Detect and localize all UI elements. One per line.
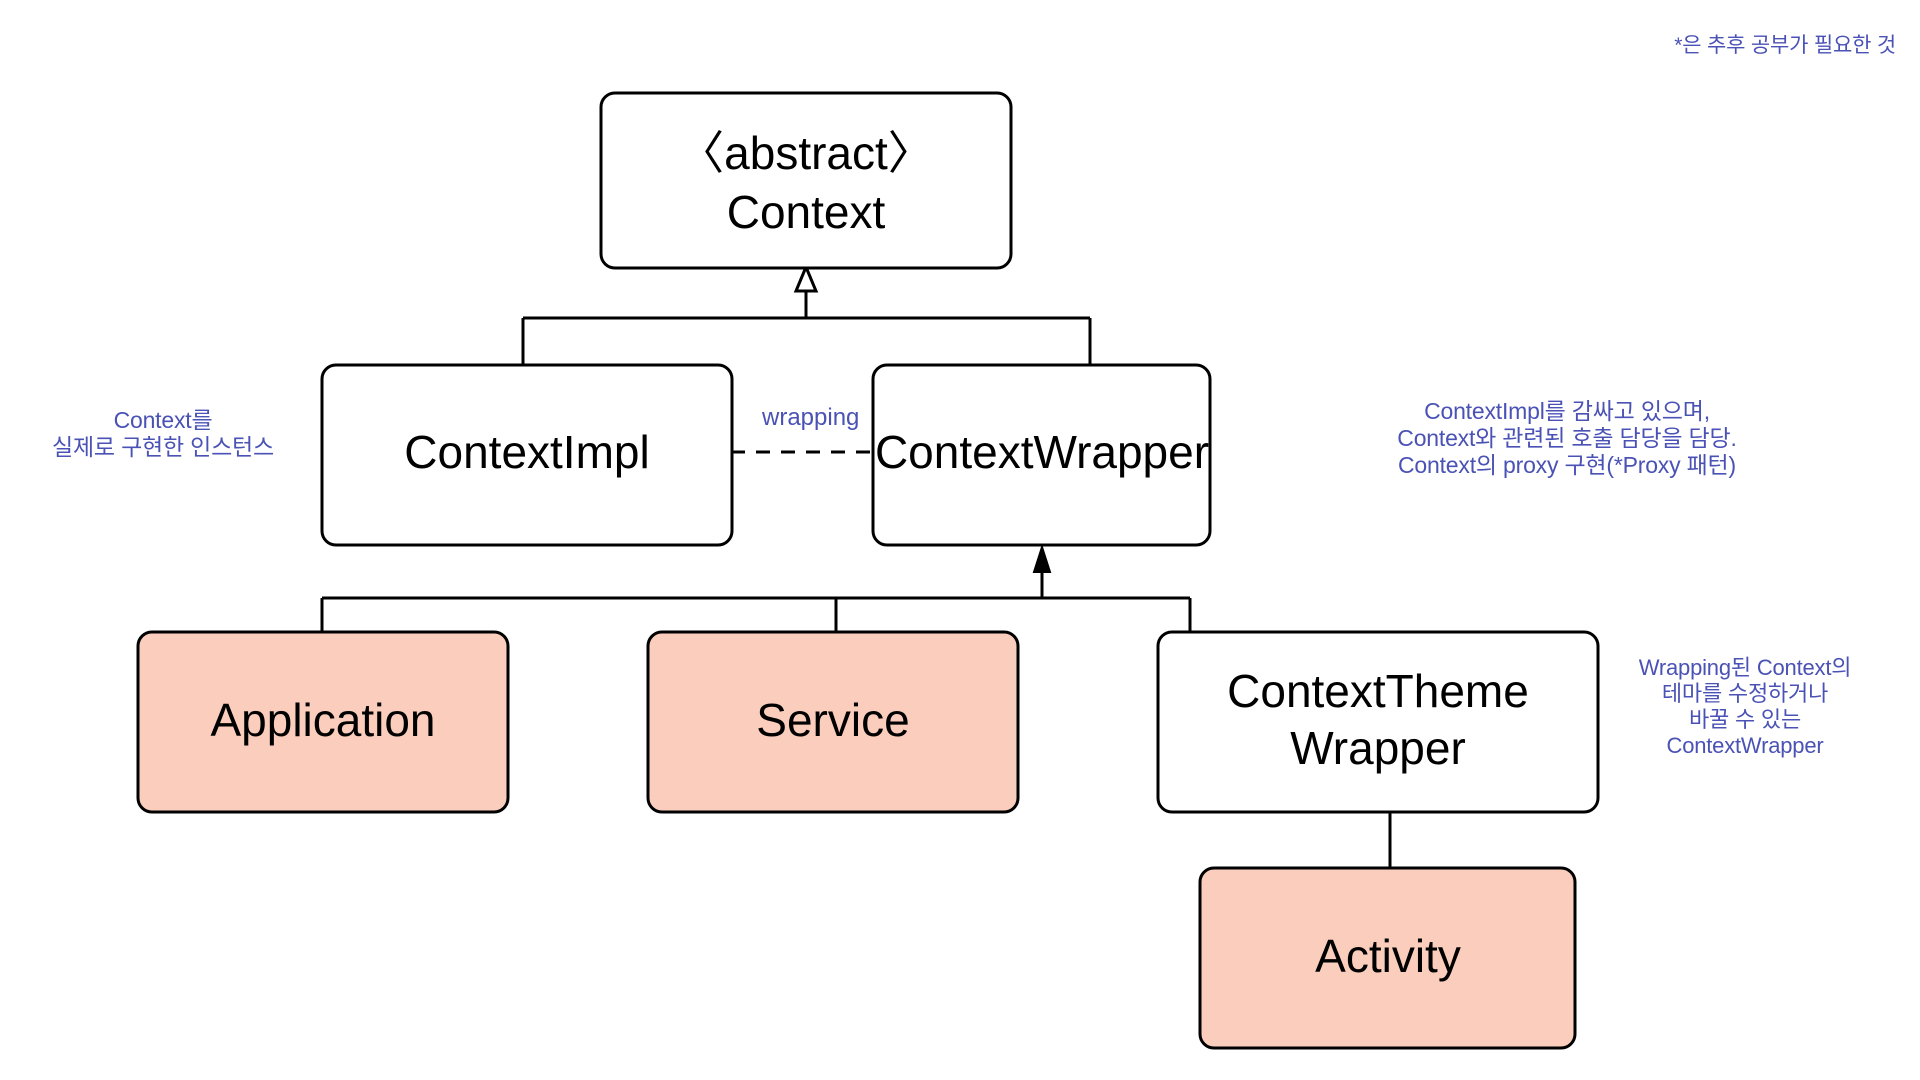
node-activity-box[interactable] — [1198, 866, 1577, 1050]
node-context-impl[interactable]: ContextImpl — [320, 363, 734, 547]
node-context-impl-label: ContextImpl — [404, 426, 649, 478]
note-context-impl: Context를 실제로 구현한 인스턴스 — [52, 407, 274, 461]
node-context-theme-wrapper-label-line2: Wrapper — [1290, 722, 1466, 774]
note-context-theme-wrapper: Wrapping된 Context의 테마를 수정하거나 바꿀 수 있는 Con… — [1638, 655, 1852, 758]
node-application[interactable]: Application — [136, 630, 510, 814]
node-context-impl-box[interactable] — [320, 363, 734, 547]
connector-group-contextwrapper-children — [320, 543, 1192, 632]
node-context-box[interactable] — [599, 91, 1013, 270]
node-context-label-line2: Context — [727, 186, 886, 238]
generalization-arrowhead-contextwrapper — [1032, 543, 1052, 573]
node-context-theme-wrapper[interactable]: ContextTheme Wrapper — [1156, 630, 1600, 814]
node-context[interactable]: 〈abstract〉 Context — [599, 91, 1013, 270]
node-application-label: Application — [210, 694, 435, 746]
node-context-theme-wrapper-box[interactable] — [1156, 630, 1600, 814]
node-context-theme-wrapper-label-line1: ContextTheme — [1227, 665, 1529, 717]
node-service-label: Service — [756, 694, 909, 746]
node-context-wrapper[interactable]: ContextWrapper — [871, 363, 1212, 547]
node-application-box[interactable] — [136, 630, 510, 814]
node-service-box[interactable] — [646, 630, 1020, 814]
node-context-wrapper-label: ContextWrapper — [875, 426, 1209, 478]
note-context-wrapper: ContextImpl를 감싸고 있으며, Context와 관련된 호출 담당… — [1397, 398, 1737, 479]
node-context-wrapper-box[interactable] — [871, 363, 1212, 547]
note-study-later: *은 추후 공부가 필요한 것 — [1674, 34, 1896, 57]
node-activity-label: Activity — [1315, 930, 1461, 982]
node-context-label-line1: 〈abstract〉 — [678, 127, 934, 179]
edge-label-wrapping: wrapping — [762, 404, 860, 431]
generalization-arrowhead-context — [793, 263, 819, 293]
node-activity[interactable]: Activity — [1198, 866, 1577, 1050]
connector-group-context-children — [521, 263, 1092, 365]
node-service[interactable]: Service — [646, 630, 1020, 814]
